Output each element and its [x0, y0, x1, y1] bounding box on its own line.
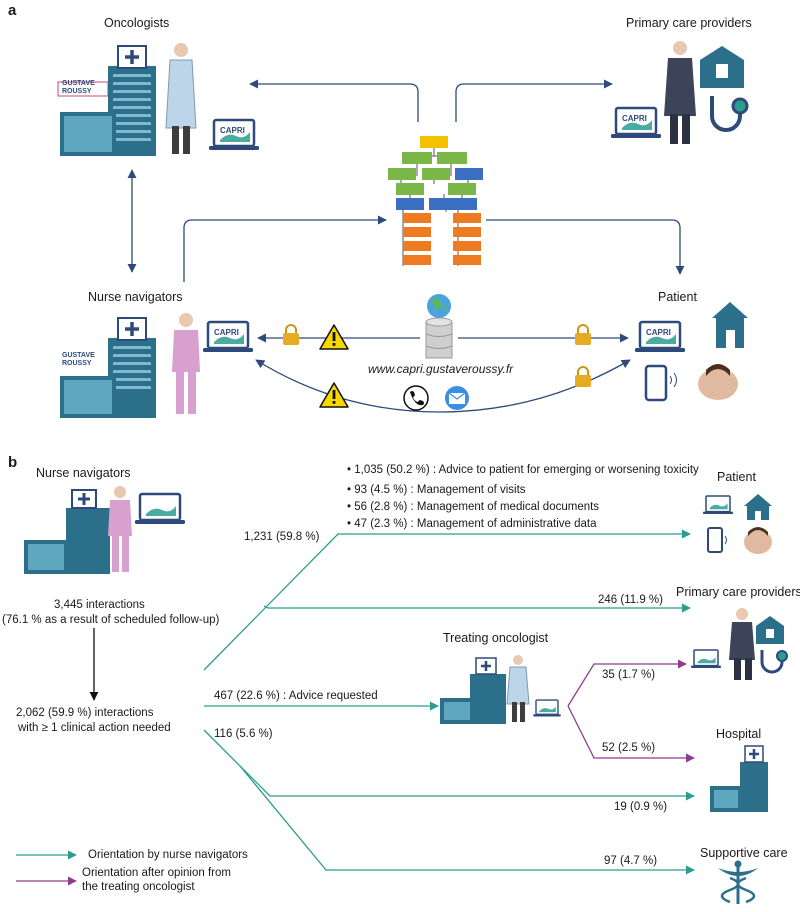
- capri-label: CAPRI: [220, 126, 245, 135]
- dest-primary-label: Primary care providers: [676, 585, 800, 599]
- branch-patient-label: 1,231 (59.8 %): [244, 531, 320, 543]
- primary-care-label: Primary care providers: [626, 16, 752, 30]
- stethoscope-icon: [710, 96, 749, 132]
- nurse-orientation-arrows: [203, 529, 695, 875]
- bullet-3: • 56 (2.8 %) : Management of medical doc…: [347, 501, 600, 513]
- smartphone-icon: [644, 364, 677, 402]
- bullet-1: • 1,035 (50.2 %) : Advice to patient for…: [347, 464, 699, 476]
- capri-url[interactable]: www.capri.gustaveroussy.fr: [368, 362, 514, 376]
- dest-clinic-icon: [756, 616, 784, 644]
- oncologists-hospital-icon: [57, 45, 156, 156]
- branch-primary-label: 246 (11.9 %): [598, 594, 663, 606]
- panel-a-arrows: [127, 79, 685, 413]
- treating-oncologist-hospital-icon: [440, 657, 506, 724]
- lock-icon: [574, 366, 592, 388]
- onc-to-primary-label: 35 (1.7 %): [602, 669, 656, 681]
- interactions-total: 3,445 interactions: [54, 599, 145, 611]
- nurse-navigators-label: Nurse navigators: [88, 290, 183, 304]
- lock-icon: [282, 324, 300, 346]
- legend-nurse-label: Orientation by nurse navigators: [88, 849, 248, 861]
- clinical-action-line2: with ≥ 1 clinical action needed: [18, 722, 171, 734]
- dest-house-icon: [744, 494, 772, 520]
- primary-care-doctor-icon: [664, 41, 696, 144]
- capri-label: CAPRI: [646, 328, 671, 337]
- bullet-2: • 93 (4.5 %) : Management of visits: [347, 484, 526, 496]
- legend-onc-label-line2: the treating oncologist: [82, 881, 195, 893]
- house-icon: [712, 302, 748, 348]
- phone-icon: [403, 385, 429, 411]
- dest-primary-laptop-icon: [690, 649, 722, 669]
- patient-face-icon: [698, 364, 738, 400]
- interactions-scheduled: (76.1 % as a result of scheduled follow-…: [2, 614, 220, 626]
- treating-oncologist-label: Treating oncologist: [443, 631, 549, 645]
- treating-oncologist-doctor-icon: [506, 655, 530, 722]
- oncologist-orientation-arrows: [567, 659, 695, 763]
- lock-icon: [574, 324, 592, 346]
- dest-smartphone-icon: [707, 527, 727, 553]
- warning-icon: [319, 324, 349, 350]
- dest-stethoscope-icon: [760, 650, 788, 674]
- patient-label: Patient: [658, 290, 697, 304]
- oncologists-label: Oncologists: [104, 16, 170, 30]
- capri-label: CAPRI: [214, 328, 239, 337]
- capri-label: CAPRI: [622, 114, 647, 123]
- treating-oncologist-laptop-icon: [532, 699, 562, 718]
- warning-icon: [319, 382, 349, 408]
- oncologist-doctor-icon: [165, 43, 197, 154]
- caduceus-icon: [718, 860, 758, 904]
- branch-advice-label: 467 (22.6 %) : Advice requested: [214, 690, 378, 702]
- hospital-logo: GUSTAVE ROUSSY: [62, 80, 95, 95]
- onc-to-hospital-label: 52 (2.5 %): [602, 742, 656, 754]
- dest-hospital-icon: [710, 745, 768, 812]
- nurse-icon: [172, 313, 200, 414]
- nurse-laptop-icon-b: [133, 492, 187, 526]
- decision-tree-icon: [388, 136, 483, 266]
- nurse-icon-b: [108, 486, 132, 572]
- clinical-action-line1: 2,062 (59.9 %) interactions: [16, 707, 154, 719]
- branch-hospital-direct-label: 116 (5.6 %): [214, 728, 273, 740]
- mail-icon: [445, 386, 469, 410]
- branch-hospital-nurse-label: 19 (0.9 %): [614, 801, 668, 813]
- nurse-navigators-hospital-icon: [60, 317, 156, 418]
- dest-patient-laptop-icon: [702, 495, 734, 515]
- dest-primary-care-doctor-icon: [729, 608, 755, 680]
- bullet-4: • 47 (2.3 %) : Management of administrat…: [347, 518, 597, 530]
- dest-patient-label: Patient: [717, 470, 756, 484]
- hospital-logo: GUSTAVE ROUSSY: [62, 352, 95, 367]
- branch-supportive-label: 97 (4.7 %): [604, 855, 658, 867]
- globe-icon: [427, 294, 451, 318]
- nurse-navigators-label-b: Nurse navigators: [36, 466, 131, 480]
- legend-onc-label-line1: Orientation after opinion from: [82, 867, 231, 879]
- dest-patient-face-icon: [744, 527, 772, 554]
- nurse-navigators-hospital-icon-b: [24, 489, 110, 574]
- panel-a-letter: a: [8, 2, 17, 19]
- database-icon: [425, 317, 453, 359]
- dest-supportive-label: Supportive care: [700, 846, 788, 860]
- dest-hospital-label: Hospital: [716, 727, 762, 741]
- panel-b-letter: b: [8, 454, 18, 471]
- primary-care-clinic-icon: [700, 46, 744, 88]
